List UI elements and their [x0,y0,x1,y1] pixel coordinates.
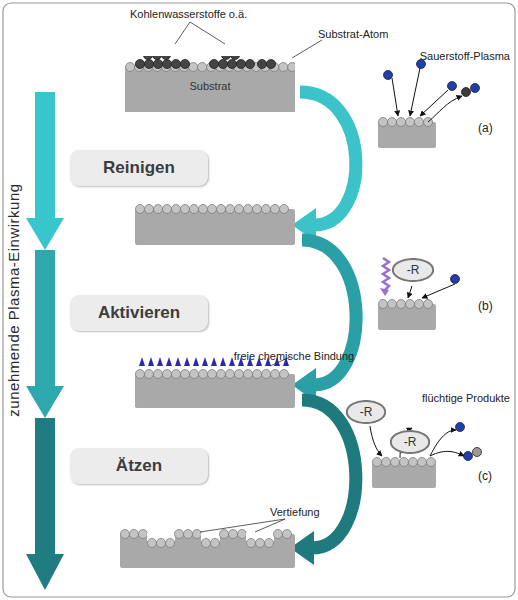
radical-ellipse: -R [346,400,386,424]
annotation: Vertiefung [270,506,320,519]
callout-letter: (b) [478,300,493,314]
axis-label: zunehmende Plasma-Einwirkung [5,80,23,520]
node-text: Ätzen [116,456,162,476]
annotation: Kohlenwasserstoffe o.ä. [130,8,247,21]
callout-letter: (a) [478,122,493,136]
annotation: freie chemische Bindung [234,350,354,363]
radical-ellipse: -R [390,430,430,454]
increase-arrow [26,92,64,590]
frame [3,3,515,597]
node-text: -R [404,435,417,449]
radical-ellipse: -R [392,258,434,282]
annotation: Sauerstoff-Plasma [420,50,510,63]
annotation: flüchtige Produkte [422,392,510,405]
node-text: Substrat [190,80,231,92]
substrate-block: Substrat [125,46,295,112]
callout-letter: (c) [478,470,492,484]
process-box: Ätzen [70,448,208,484]
node-text: -R [360,405,373,419]
process-arrows [290,92,356,565]
process-box: Aktivieren [70,295,208,331]
process-box: Reinigen [70,150,208,186]
annotation: Substrat-Atom [318,28,388,41]
node-text: -R [407,263,420,277]
node-text: Reinigen [103,158,175,178]
node-text: Aktivieren [98,303,180,323]
